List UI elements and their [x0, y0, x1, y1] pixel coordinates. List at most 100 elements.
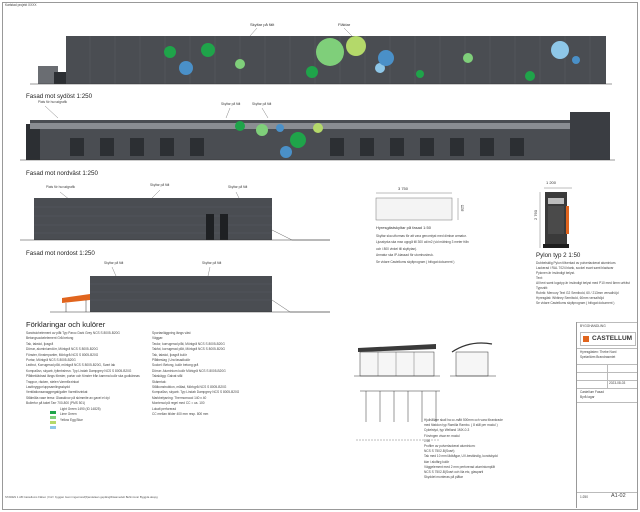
legend-line: Takskägg: Galvat stål	[152, 374, 183, 379]
shelter-line: 1:50	[424, 438, 431, 443]
legend-line: Stålmåla vase tema: Glasskivor på skimmi…	[26, 395, 110, 400]
pylon-line: Hyresgäst: Whitney Semibold, 60mm versal…	[536, 296, 604, 300]
legend-line: Sportanläggning längs väst	[152, 331, 191, 335]
castellum-logo-icon	[583, 336, 589, 342]
elevation-drawing	[20, 105, 615, 161]
legend-line: Lime Green	[60, 412, 77, 417]
legend-line: Light Green 1490 (ID 14825)	[60, 406, 101, 411]
callout-label: Skyltar på fält	[150, 183, 170, 187]
project-line: Spelarlärm Brandrasmiet	[580, 355, 616, 359]
shelter-line: Cykelstyd, typ Welland 1MX-0-3	[424, 428, 470, 433]
sign-line: Se vidare Castellums skyltprogram ( bifo…	[376, 259, 455, 264]
shelter-line: NCS S 7502-B(Svart och lila etc, glaspar…	[424, 470, 484, 475]
callout-label: Skyltar på fält	[250, 22, 275, 27]
sheet-label: BYGGHANDLING	[580, 324, 606, 328]
legend-line: Tak, takstol, ljusgrå kulör	[152, 352, 187, 357]
callout-label: Skyltar på fält	[252, 102, 272, 106]
sign-line: Armatur ska IP-klassad för utomhusbruk.	[376, 253, 434, 258]
legend-line: Sockel: Betong, kulör betong grå	[152, 363, 199, 368]
pylon-line: Lackerad i RAL 7024 blank, sockel svart …	[536, 266, 614, 270]
callout-label: Plats för huvudgrafik	[46, 185, 76, 189]
elevation-title: Fasad mot nordost 1:250	[26, 250, 95, 257]
legend-line: Dörrar, aluminiumdörr, Mörkgrå NCS S 800…	[26, 347, 98, 352]
legend-line: Dörrar: Aluminium kulör Mörkgrå NCS S 80…	[152, 368, 226, 373]
legend-line: Väggar:	[152, 336, 164, 341]
legend-line: Yellow Egg Blue	[60, 417, 83, 422]
pylon-line: Pylonen är invändigt belyst.	[536, 271, 575, 275]
drawing-title: Castellum Fasad	[580, 390, 604, 394]
drawing-subtitle: Byrå lagar	[580, 395, 595, 399]
dimension-width: 1 200	[546, 180, 557, 185]
callout-label: Skyltar på fält	[228, 185, 248, 189]
legend-line: Ventilationsanaggregat/galler Varmförzin…	[26, 390, 88, 395]
company-name: CASTELLUM	[592, 335, 633, 342]
sign-line: och i 800 vinkel till skyltytan).	[376, 246, 418, 251]
elevation-drawing	[20, 189, 330, 241]
legend-line: Lokalt perforerad	[152, 406, 177, 411]
pylon-drawing	[539, 187, 572, 248]
legend-line: Tavlor, korrugerad plåt, Mörkgrå NCS S 8…	[152, 341, 225, 346]
shelter-line: Förvingen visar en modul	[424, 433, 460, 438]
pylon-line: Text:	[536, 276, 543, 280]
scale-label: 1:250	[580, 495, 588, 499]
sign-drawing	[375, 192, 459, 221]
shelter-line: klar i alufärg kulör	[424, 459, 450, 464]
legend-column-right: Sportanläggning längs väst Väggar: Tavlo…	[152, 331, 272, 418]
callout-label: Plats för huvudgrafik	[38, 100, 68, 104]
sign-line: Skyltar ska utformas för att vara genoml…	[376, 234, 467, 238]
legend-line: Tak, takstol, ljusgrå	[26, 341, 54, 346]
legend-line: Plåtbeslag | Ura fasadkulör	[152, 358, 191, 363]
legend-line: Betongsockelelement Grå betong	[26, 336, 74, 341]
elevation-drawing	[30, 27, 612, 85]
pylon-line: Se vidare Castellums skyltprogram ( bifo…	[536, 301, 615, 305]
callout-label: Skyltar på fält	[202, 261, 222, 265]
legend-line: Lastbryggor/uppsamlingsskydd	[26, 385, 70, 390]
shelter-line: Tak med 10 mm lådbågar, UV-beständig, ko…	[424, 454, 498, 459]
callout-label: Skyltar på fält	[104, 261, 124, 265]
legend-line: Ledtrut, Korrugerad plåt, mörkgrå NCS S …	[26, 363, 116, 368]
title-block: BYGGHANDLING CASTELLUM Hyresgästen: Theb…	[576, 322, 637, 508]
legend-line: Portar, Mörkgrå NCS S 8005-B20G	[26, 358, 76, 363]
dimension-width: 3 750	[398, 186, 409, 191]
sign-title: Hyresgästskyltar på fasad 1:50	[376, 225, 431, 230]
drawing-number: A1-02	[611, 493, 626, 499]
logo-box: CASTELLUM	[580, 332, 636, 346]
legend-line: Fönster, fönsterpartier, Mörkgrå NCS S 8…	[26, 352, 99, 357]
legend-line: Kompaßsn, skyarb, fyltmbshrsn. Typ Linda…	[26, 368, 132, 373]
shelter-line: NCS S 7502-B(Svart)	[424, 449, 455, 454]
elevation-title: Fasad mot sydöst 1:250	[26, 93, 93, 100]
pylon-description: Dubbelsidig Pylon tillverkad av pulverla…	[536, 261, 636, 306]
callout-label: Fläktar	[338, 22, 351, 27]
legend-line: Bullerfor på taket Tarr 700-800 (PMS 501…	[26, 401, 86, 406]
drawing-date: 2023-08-03	[609, 381, 626, 385]
legend-line: Trappor, räcken, stelen Varmförzinkat	[26, 379, 79, 384]
legend-line: Plåtbeklädnad längs fönster, portar och …	[26, 374, 140, 379]
elevation-title: Fasad mot nordväst 1:250	[26, 170, 98, 177]
sign-description: Skyltar ska utformas för att vara genoml…	[376, 233, 496, 265]
shelter-line: med fästdon typ Ramilla Rambo. ( 8 stål …	[424, 423, 498, 428]
pylon-title: Pylon typ 2 1:50	[536, 252, 581, 259]
footer-note: STADEN 1 AB Castellums Fäben | Förf. byg…	[5, 495, 158, 499]
elevation-drawing	[50, 266, 330, 313]
legend-line: Monterad på regel med CC = ca. 100	[152, 401, 205, 406]
legend-line: CC mellan bilder 400 mm resp. 800 mm	[152, 412, 209, 417]
legend-title: Förklaringar och kulörer	[26, 320, 106, 329]
legend-line: Kompaßsn, skyarb. Typ Lindab Dampgrey NC…	[152, 390, 240, 395]
shelter-line: Hjulhållare skall ha cc-mått 500mm och v…	[424, 418, 503, 422]
legend-line: Stålkonstruktion, målad, Mörkgrå NCS S 8…	[152, 385, 227, 390]
sign-line: Ljusstyrka ska max uppgå till 300 cd/m2 …	[376, 240, 469, 245]
pylon-line: Rubrik: Mercury Text G2 Semibold, 60 / 2…	[536, 291, 619, 295]
legend-line: Takfot, korrugerad plåt, Mörkgrå NCS S 8…	[152, 347, 225, 352]
legend-column-left: Sandwichelement av plåt Typ Paroc Dark G…	[26, 331, 146, 423]
pylon-line: Dubbelsidig Pylon tillverkad av pulverla…	[536, 261, 617, 265]
legend-line: Markbelysning: Thermomood 140 x 40	[152, 395, 207, 400]
corner-note: Karlstad projekt XXXX	[5, 3, 37, 7]
pylon-line: Typsnitt:	[536, 286, 548, 290]
legend-line: Skärmtak:	[152, 379, 167, 384]
shelter-line: Profiler av pulverlackerat aluminium:	[424, 444, 476, 449]
project-line: Hyresgästen: Thebe Nord	[580, 350, 617, 354]
shelter-line: Skyddet monteras på plåtar	[424, 475, 463, 480]
